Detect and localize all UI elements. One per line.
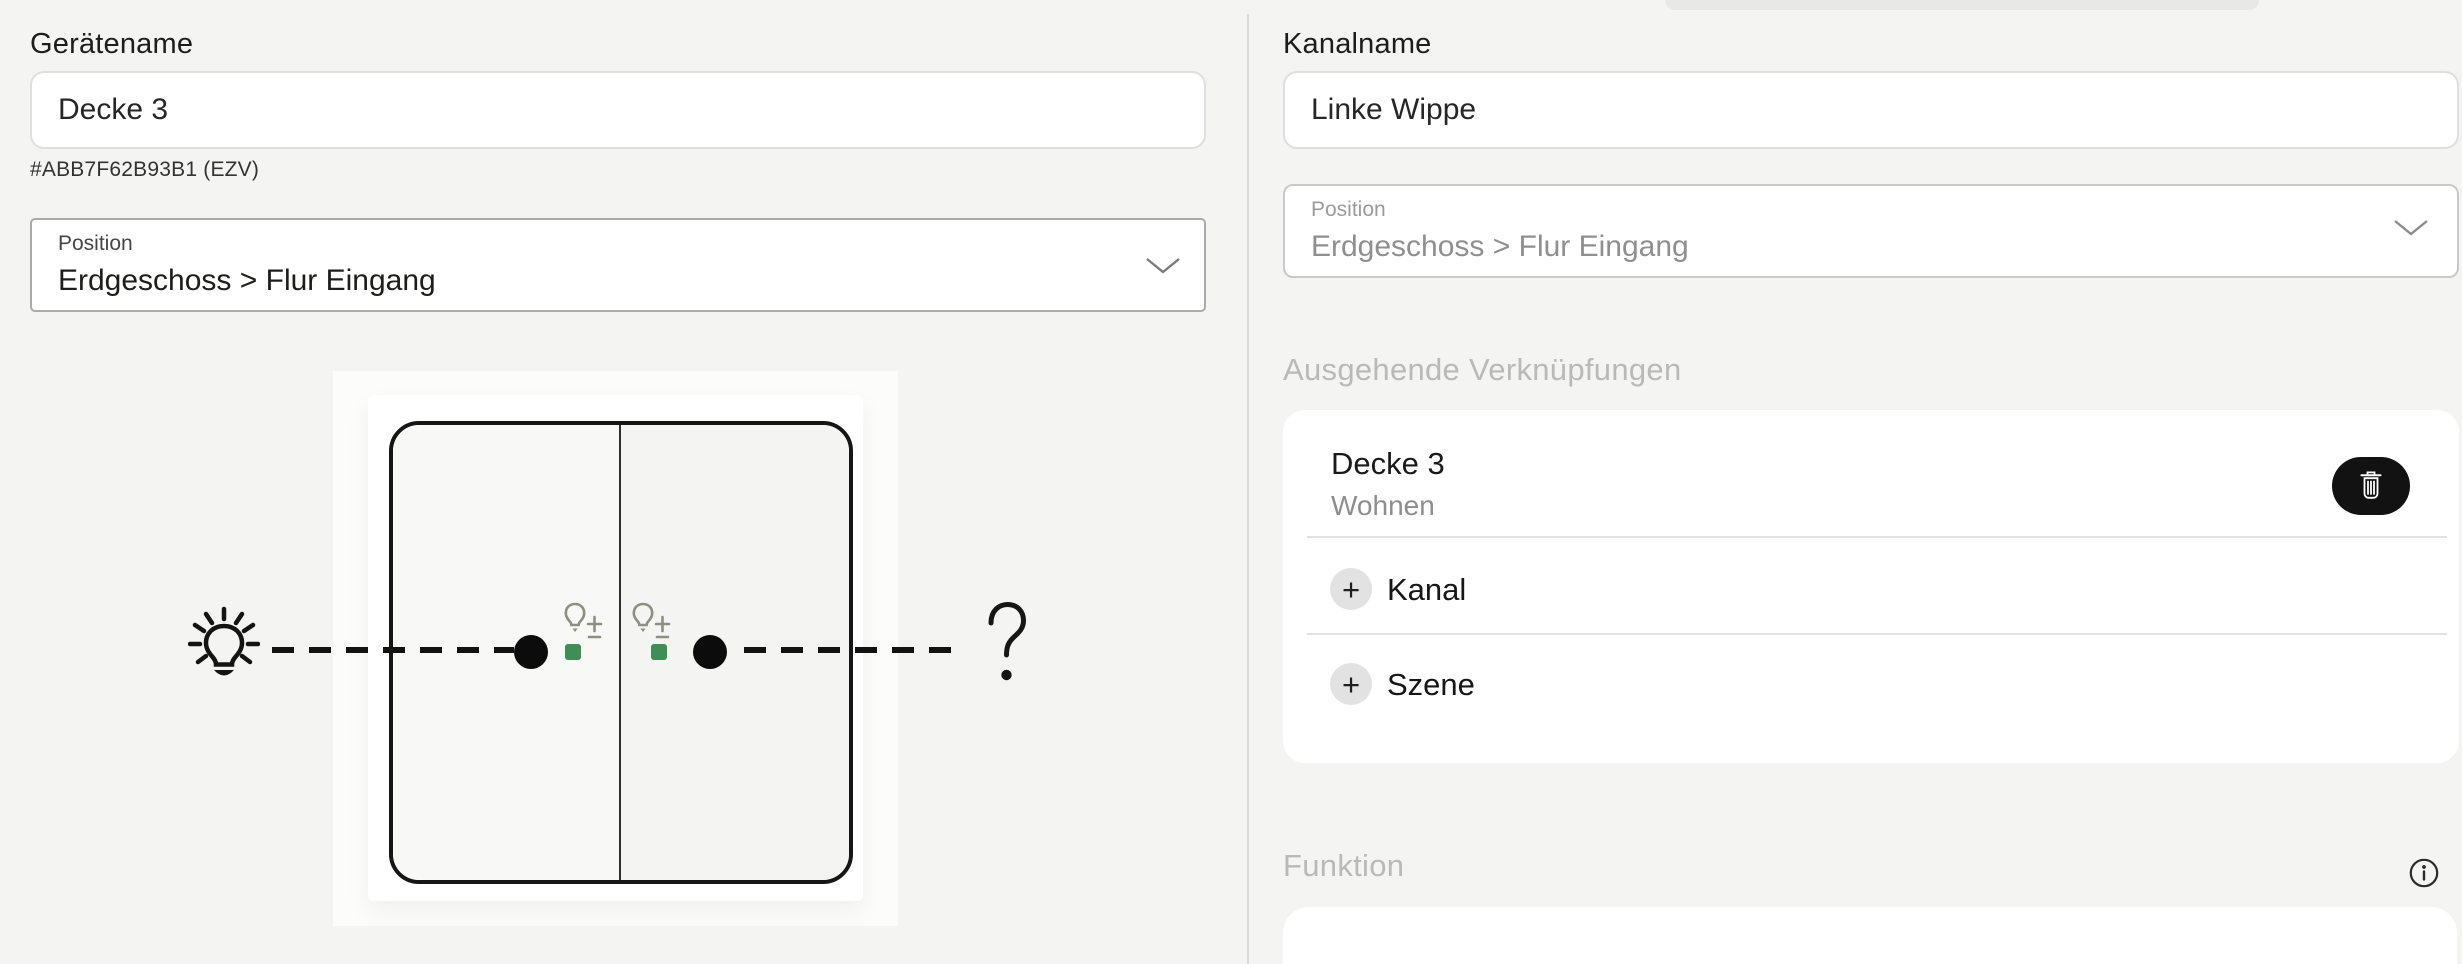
channel-name-input[interactable] [1283, 71, 2459, 149]
trash-icon [2358, 470, 2384, 503]
info-icon [2408, 858, 2440, 892]
add-scene-label: Szene [1387, 667, 1475, 702]
linked-channel-title: Decke 3 [1331, 446, 1445, 481]
add-channel-row[interactable]: + Kanal [1283, 568, 2459, 633]
position-label: Position [58, 232, 133, 255]
plus-icon: + [1330, 568, 1372, 610]
position-value: Erdgeschoss > Flur Eingang [1311, 230, 1689, 263]
add-channel-label: Kanal [1387, 572, 1467, 607]
led-indicator-right [651, 644, 667, 660]
card-divider [1307, 633, 2447, 635]
bulb-shine-icon [187, 606, 261, 695]
question-mark-icon [984, 600, 1028, 693]
delete-link-button[interactable] [2332, 457, 2410, 515]
connection-dot-right [693, 635, 727, 669]
outgoing-links-card: Decke 3 Wohnen + Kanal [1283, 410, 2459, 763]
sheet-handle [1665, 0, 2259, 10]
outgoing-links-heading: Ausgehende Verknüpfungen [1283, 352, 1682, 387]
dim-lamp-icon-right [632, 601, 674, 646]
position-label: Position [1311, 198, 1386, 221]
plus-icon: + [1330, 663, 1372, 705]
position-value: Erdgeschoss > Flur Eingang [58, 264, 436, 297]
dim-lamp-icon-left [564, 601, 606, 646]
function-heading: Funktion [1283, 848, 1405, 883]
chevron-down-icon [1144, 256, 1182, 281]
chevron-down-icon [2392, 218, 2430, 243]
function-card [1283, 907, 2457, 964]
channel-position-select[interactable]: Position Erdgeschoss > Flur Eingang [1283, 184, 2459, 278]
add-scene-row[interactable]: + Szene [1283, 663, 2459, 733]
linked-channel-subtitle: Wohnen [1331, 490, 1435, 521]
device-position-select[interactable]: Position Erdgeschoss > Flur Eingang [30, 218, 1206, 312]
link-dash-right [744, 647, 964, 653]
device-name-label: Gerätename [30, 28, 194, 60]
rocker-split-line [619, 425, 621, 880]
connection-dot-left [514, 635, 548, 669]
led-indicator-left [565, 644, 581, 660]
channel-name-label: Kanalname [1283, 28, 1432, 60]
device-name-input[interactable] [30, 71, 1206, 149]
panel-divider [1247, 14, 1249, 964]
link-dash-left [272, 647, 514, 653]
device-serial: #ABB7F62B93B1 (EZV) [30, 158, 260, 181]
card-divider [1307, 536, 2447, 538]
info-button[interactable] [2405, 855, 2443, 893]
